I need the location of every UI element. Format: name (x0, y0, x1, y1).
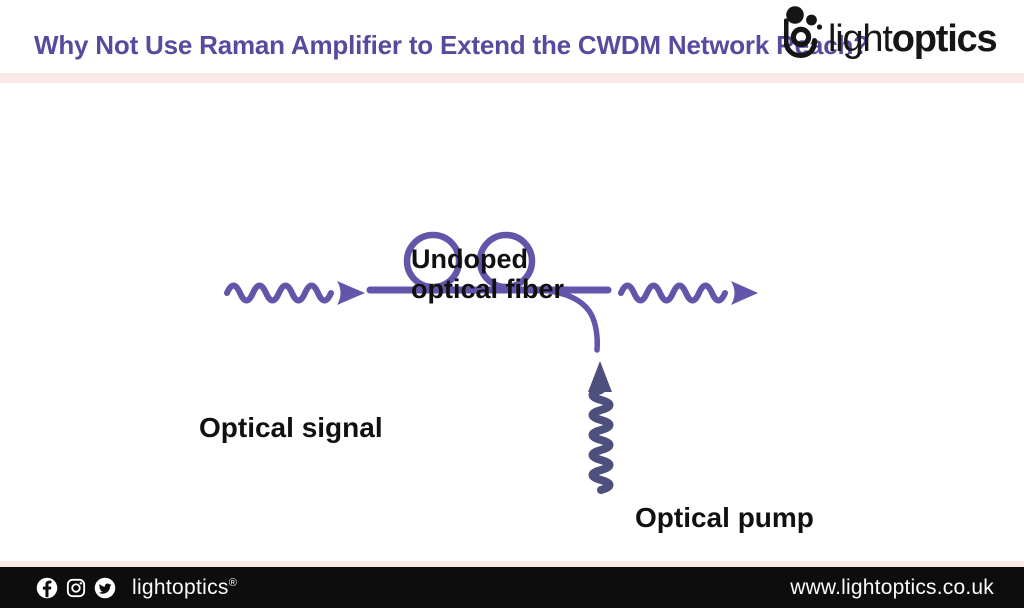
input-signal-arrow (224, 281, 365, 305)
pump-arrow (588, 361, 614, 494)
footer-brand-name: lightoptics (132, 575, 229, 599)
output-signal-arrow (618, 281, 758, 305)
footer-brand: lightoptics® (132, 576, 237, 600)
undoped-fiber-label: Undoped optical fiber (411, 244, 564, 304)
twitter-icon[interactable] (94, 577, 116, 599)
raman-amplifier-diagram: Undoped optical fiber Optical signal Opt… (0, 83, 1024, 561)
pink-divider-top (0, 73, 1024, 83)
fiber-coil-left (403, 231, 463, 291)
instagram-icon[interactable] (65, 577, 87, 599)
wordmark-light: light (828, 18, 893, 60)
lightoptics-logo-icon (784, 6, 823, 59)
wordmark-optics: optics (891, 18, 998, 60)
header: Why Not Use Raman Amplifier to Extend th… (0, 0, 1024, 73)
undoped-fiber-label-line1: Undoped (411, 244, 528, 274)
diagram-artwork (224, 231, 758, 494)
lightoptics-wordmark: lightoptics (828, 18, 998, 60)
pump-branch-curve (537, 287, 600, 353)
page-title: Why Not Use Raman Amplifier to Extend th… (34, 30, 869, 60)
optical-signal-label: Optical signal (199, 412, 383, 443)
footer-bar: lightoptics® www.lightoptics.co.uk (0, 567, 1024, 608)
pink-divider-bottom (0, 561, 1024, 567)
undoped-fiber-label-line2: optical fiber (411, 274, 565, 304)
social-icons (36, 577, 116, 599)
fiber-coil-right (476, 231, 536, 291)
website-url[interactable]: www.lightoptics.co.uk (790, 575, 994, 599)
facebook-icon[interactable] (36, 577, 58, 599)
optical-pump-label: Optical pump (635, 502, 814, 533)
registered-trademark-symbol: ® (228, 576, 238, 589)
lightoptics-logo: lightoptics (784, 5, 998, 71)
